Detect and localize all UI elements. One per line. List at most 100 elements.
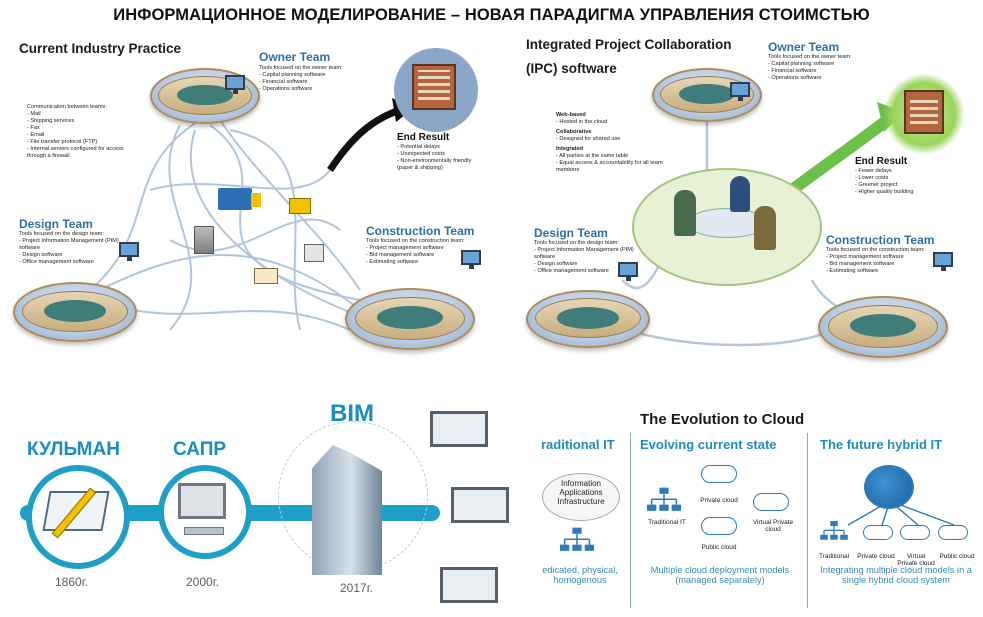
tools-heading: Tools focused on the construction team: — [826, 247, 925, 253]
design-team-title: Design Team — [19, 217, 93, 231]
feature-heading: Collaborative — [556, 129, 592, 135]
end-result-list: Fewer delays Lower costs Greener project… — [855, 168, 945, 196]
laptop-icon — [440, 567, 498, 603]
stack-layer: Applications — [559, 488, 603, 497]
owner-team-tools: Tools focused on the owner team: Capital… — [259, 65, 359, 93]
mail-icon — [254, 268, 278, 284]
virtual-private-cloud-icon — [753, 493, 789, 511]
era-label-kulman: КУЛЬМАН — [27, 439, 120, 460]
evolution-title: The Evolution to Cloud — [640, 411, 805, 428]
list-item: Non-environmentally friendly (paper & sh… — [397, 158, 487, 172]
icon-label: Public cloud — [701, 544, 737, 551]
stack-layer: Infrastructure — [557, 497, 605, 506]
communication-list: Communication between teams: Mail Shippi… — [27, 104, 142, 160]
list-item: Financial software — [768, 68, 868, 75]
tools-heading: Tools focused on the design team: — [19, 231, 104, 237]
end-result-title: End Result — [397, 132, 450, 143]
person-icon — [754, 206, 776, 250]
column-divider — [630, 433, 631, 608]
column-divider — [807, 433, 808, 608]
list-item: Project management software — [366, 245, 481, 252]
list-item: Project Information Management (PIM) sof… — [534, 247, 644, 261]
list-item: All parties at the same table — [556, 153, 666, 160]
timeline-arrows: ▶▶▶ — [134, 508, 155, 520]
panel-title-ipc-line2: (IPC) software — [526, 61, 617, 76]
laptop-icon — [430, 411, 488, 447]
list-item: Greener project — [855, 182, 945, 189]
design-team-tools: Tools focused on the design team: Projec… — [19, 231, 129, 266]
construction-team-title: Construction Team — [366, 224, 475, 238]
list-item: Hosted in the cloud — [556, 119, 666, 126]
list-item: Fax — [27, 125, 142, 132]
laptop-icon — [451, 487, 509, 523]
end-result-title: End Result — [855, 156, 908, 167]
list-item: Project Information Management (PIM) sof… — [19, 238, 129, 252]
end-result-list: Potential delays Unexpected costs Non-en… — [397, 144, 487, 172]
icon-label: Private cloud — [700, 497, 738, 504]
delivery-truck-icon — [218, 188, 261, 210]
communication-heading: Communication between teams: — [27, 104, 107, 110]
era-year-kulman: 1860г. — [55, 575, 88, 589]
panel-title-ipc-line1: Integrated Project Collaboration — [526, 37, 732, 52]
list-item: Email — [27, 132, 142, 139]
design-team-title: Design Team — [534, 226, 608, 240]
column-footer-evolving: Multiple cloud deployment models (manage… — [650, 565, 790, 585]
tools-heading: Tools focused on the design team: — [534, 240, 619, 246]
design-team-table — [526, 290, 650, 348]
icon-label: Private cloud — [857, 553, 895, 560]
list-item: Fewer delays — [855, 168, 945, 175]
construction-team-title: Construction Team — [826, 233, 935, 247]
desktop-computer-icon — [178, 483, 226, 519]
info-stack-label: Information Applications Infrastructure — [542, 479, 620, 506]
construction-team-table — [818, 296, 948, 358]
computer-icon — [225, 75, 245, 94]
owner-team-tools: Tools focused on the owner team: Capital… — [768, 54, 868, 82]
list-item: Estimating software — [366, 259, 481, 266]
feature-heading: Integrated — [556, 146, 584, 152]
list-item: Office management software — [19, 259, 129, 266]
list-item: Mail — [27, 111, 142, 118]
list-item: Higher quality building — [855, 189, 945, 196]
era-label-sapr: САПР — [173, 439, 227, 460]
network-icon — [560, 527, 594, 551]
construction-team-tools: Tools focused on the construction team: … — [366, 238, 481, 266]
private-cloud-icon — [701, 465, 737, 483]
design-team-tools: Tools focused on the design team: Projec… — [534, 240, 644, 275]
tools-heading: Tools focused on the construction team: — [366, 238, 465, 244]
list-item: Project management software — [826, 254, 941, 261]
timeline-arrows: ▶▶▶ — [255, 508, 276, 520]
ipc-panel: Integrated Project Collaboration (IPC) s… — [492, 30, 983, 370]
feature-heading: Web-based — [556, 112, 586, 118]
list-item: Operations software — [259, 86, 359, 93]
owner-team-title: Owner Team — [768, 40, 840, 54]
list-item: Bid management software — [366, 252, 481, 259]
list-item: Unexpected costs — [397, 151, 487, 158]
current-practice-panel: Current Industry Practice Communication … — [0, 30, 490, 370]
delivery-van-icon — [289, 198, 311, 214]
public-cloud-icon — [938, 525, 968, 540]
list-item: Operations software — [768, 75, 868, 82]
building-icon — [884, 74, 964, 154]
private-cloud-icon — [863, 525, 893, 540]
list-item: Financial software — [259, 79, 359, 86]
construction-team-tools: Tools focused on the construction team: … — [826, 247, 941, 275]
column-heading-evolving: Evolving current state — [640, 437, 777, 452]
info-stack — [542, 473, 620, 521]
column-footer-hybrid: Integrating multiple cloud models in a s… — [820, 565, 972, 585]
person-icon — [730, 176, 750, 212]
building-icon — [394, 48, 478, 132]
person-icon — [674, 190, 696, 236]
list-item: Bid management software — [826, 261, 941, 268]
era-year-sapr: 2000г. — [186, 575, 219, 589]
computer-icon — [933, 252, 953, 271]
icon-label: Traditional IT — [648, 519, 686, 526]
ipc-features: Web-based Hosted in the cloud Collaborat… — [556, 112, 666, 174]
computer-icon — [730, 82, 750, 101]
list-item: Shipping services — [27, 118, 142, 125]
meeting-table-icon — [687, 208, 767, 238]
virtual-private-cloud-icon — [900, 525, 930, 540]
server-icon — [194, 226, 214, 254]
column-heading-hybrid: The future hybrid IT — [820, 437, 943, 452]
skyscraper-icon — [312, 445, 382, 575]
computer-icon — [461, 250, 481, 269]
